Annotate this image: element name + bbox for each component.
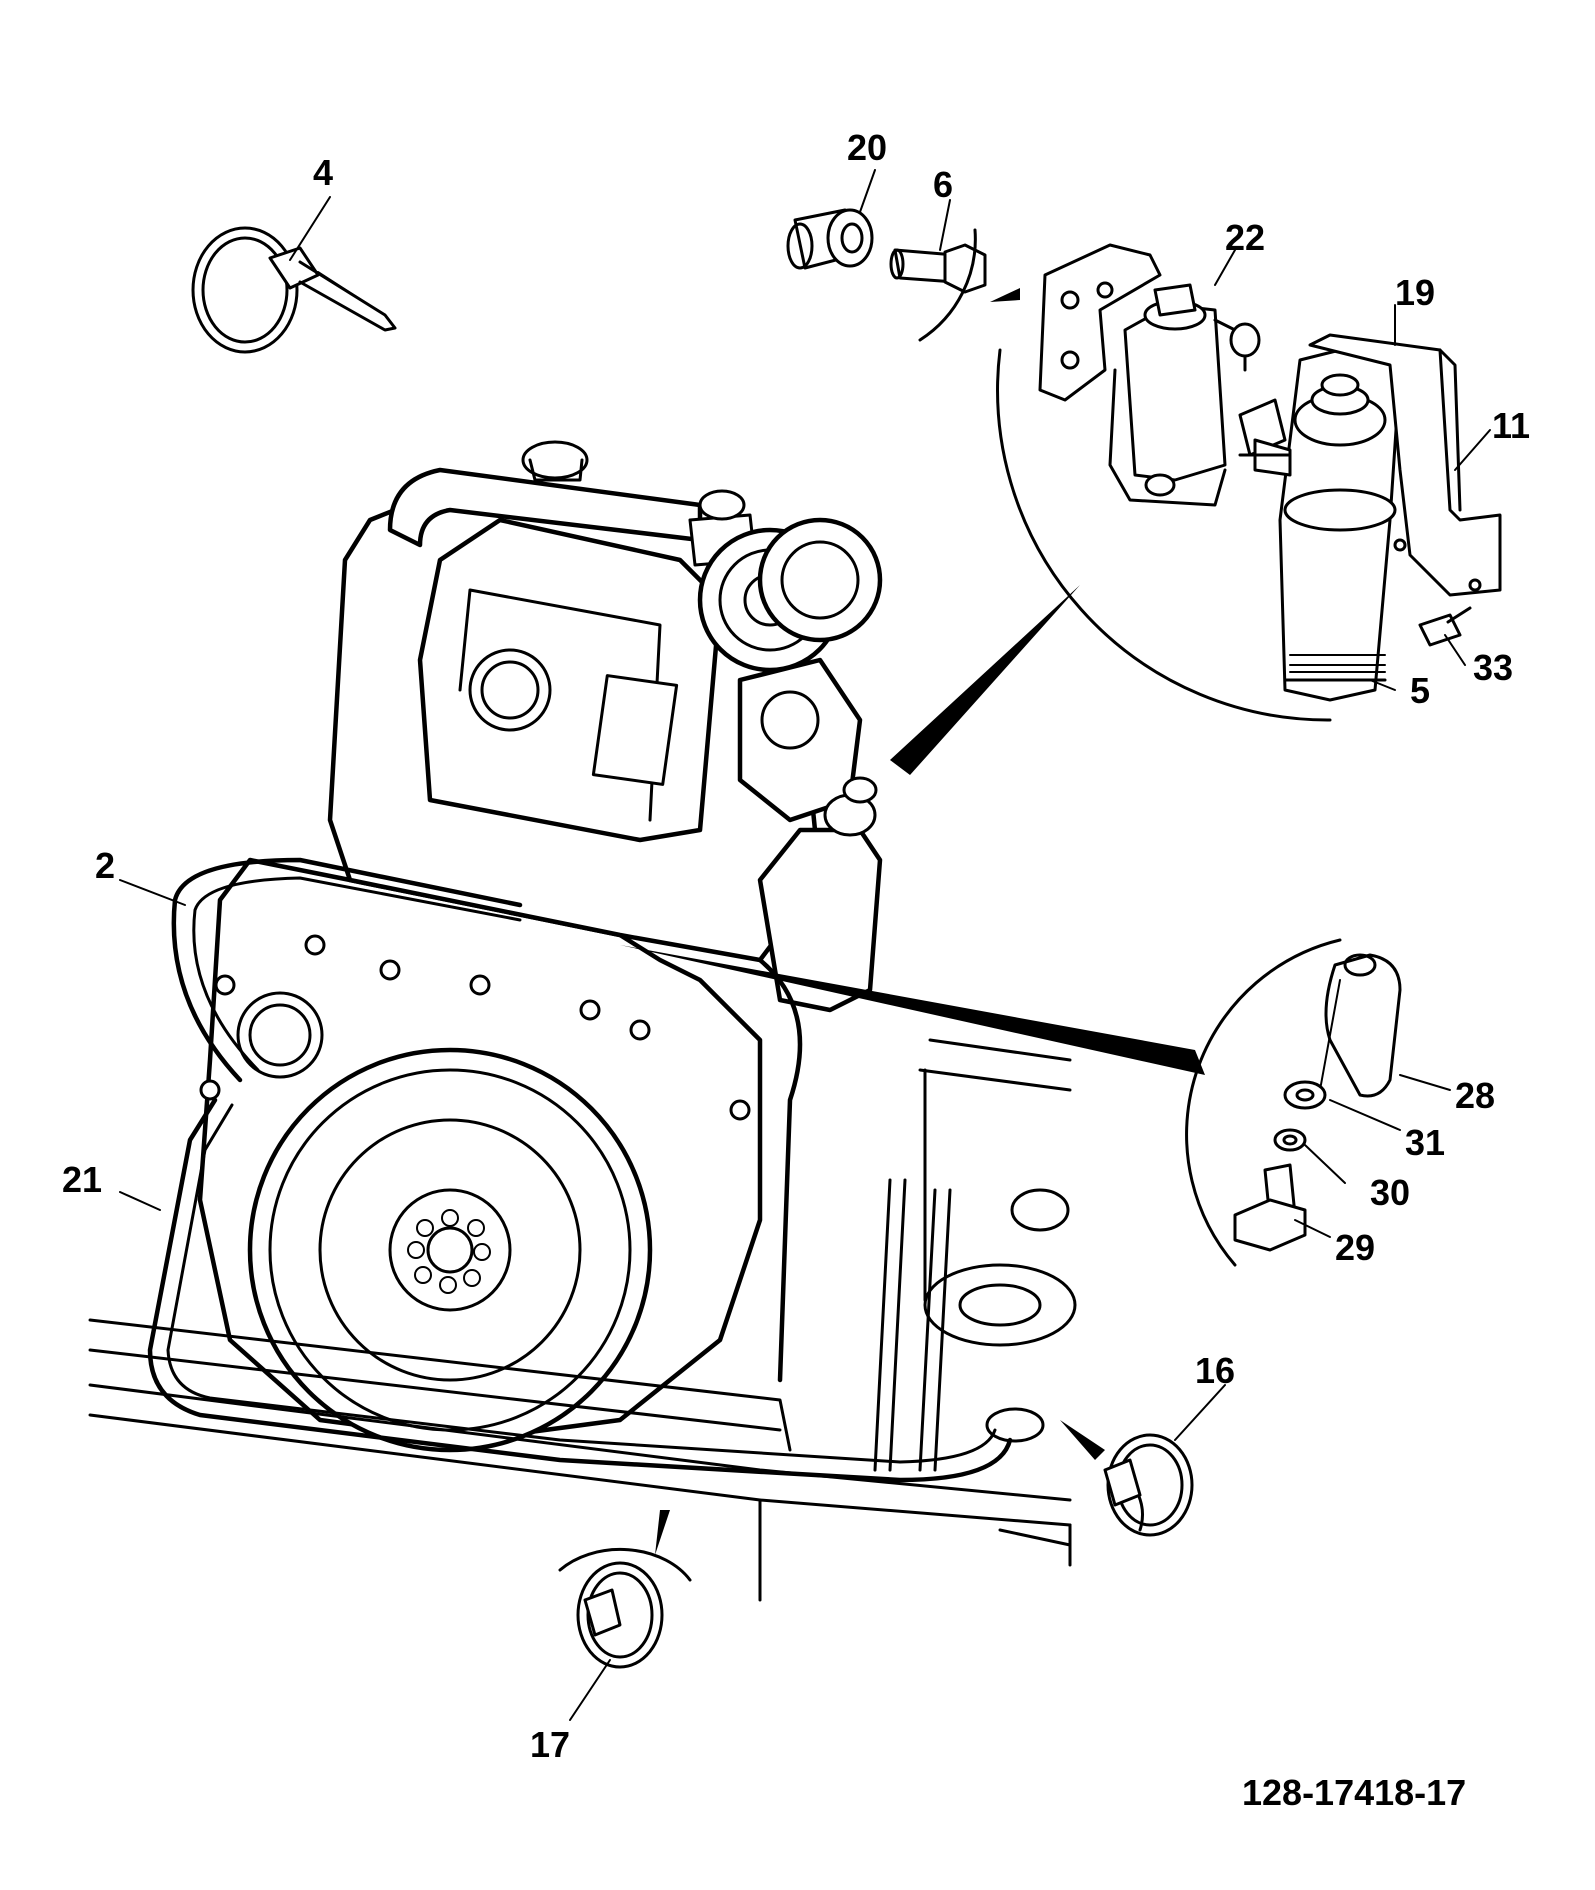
callout-29: 29 — [1335, 1227, 1375, 1268]
callout-4: 4 — [313, 152, 333, 193]
callout-21: 21 — [62, 1159, 102, 1200]
engine-assembly — [197, 440, 883, 1453]
callout-28: 28 — [1455, 1075, 1495, 1116]
callout-11: 11 — [1492, 405, 1530, 446]
mounting-hardware-detail — [620, 938, 1402, 1267]
callout-30: 30 — [1370, 1172, 1410, 1213]
bushing-part — [786, 208, 874, 270]
callout-19: 19 — [1395, 272, 1435, 313]
callout-labels: 4 20 6 22 19 11 33 5 2 28 31 30 29 21 16… — [62, 127, 1530, 1765]
callout-2: 2 — [95, 845, 115, 886]
callout-17: 17 — [530, 1724, 570, 1765]
callout-31: 31 — [1405, 1122, 1445, 1163]
document-id: 128-17418-17 — [1242, 1772, 1466, 1813]
callout-22: 22 — [1225, 217, 1265, 258]
callout-33: 33 — [1473, 647, 1513, 688]
fuel-filter-detail — [890, 228, 1502, 775]
chassis-frame — [88, 1038, 1077, 1602]
hose-clamp-17 — [558, 1510, 692, 1669]
callout-5: 5 — [1410, 670, 1430, 711]
bolt-part — [889, 243, 987, 294]
cable-tie-part — [191, 226, 397, 354]
callout-20: 20 — [847, 127, 887, 168]
leader-lines — [119, 169, 1491, 1721]
callout-6: 6 — [933, 164, 953, 205]
callout-16: 16 — [1195, 1350, 1235, 1391]
hose-clamp-16 — [1060, 1420, 1194, 1537]
